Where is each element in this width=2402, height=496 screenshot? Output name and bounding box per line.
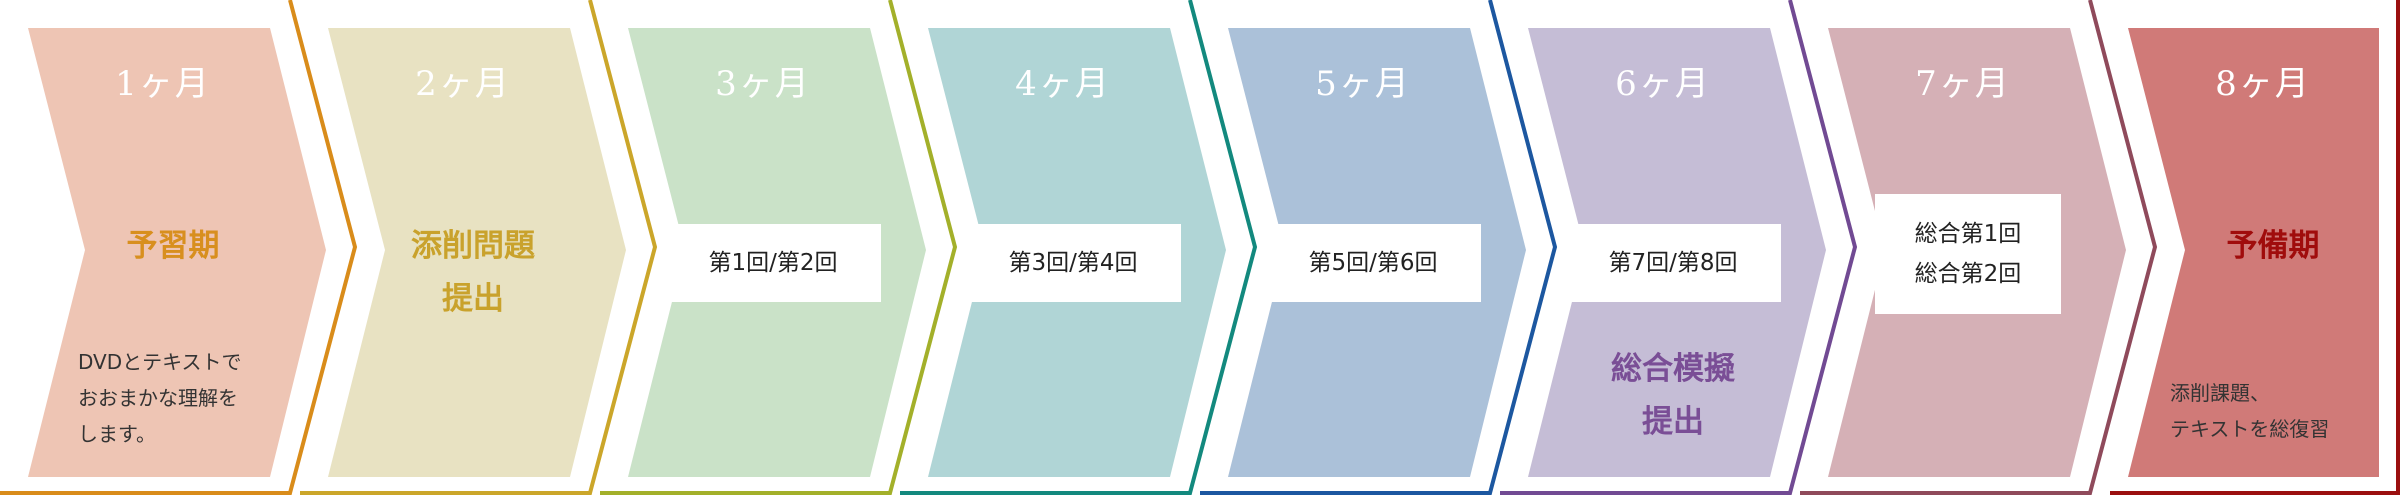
phase-title-line: 総合模擬 bbox=[1611, 351, 1735, 387]
phase-title-line: 予習期 bbox=[126, 228, 220, 264]
session-box: 第1回/第2回 bbox=[665, 224, 881, 302]
session-box: 第3回/第4回 bbox=[965, 224, 1181, 302]
session-label: 総合第1回 bbox=[1914, 221, 2022, 247]
session-label: 第7回/第8回 bbox=[1608, 250, 1738, 276]
phase-title: 予備期 bbox=[2153, 220, 2393, 273]
description-line: DVDとテキストで bbox=[78, 350, 242, 374]
description-line: テキストを総復習 bbox=[2170, 417, 2330, 441]
month-panel-outline bbox=[1800, 0, 2158, 495]
month-label: 2ヶ月 bbox=[415, 64, 511, 104]
phase-title-line: 提出 bbox=[442, 281, 504, 317]
month-label: 4ヶ月 bbox=[1015, 64, 1111, 104]
phase-description: 添削課題、テキストを総復習 bbox=[2170, 375, 2329, 447]
month-panel-shape bbox=[328, 28, 626, 477]
month-panel-outline bbox=[600, 0, 958, 495]
phase-title: 予習期 bbox=[53, 220, 293, 273]
description-line: 添削課題、 bbox=[2170, 381, 2270, 405]
phase-title: 添削問題提出 bbox=[353, 220, 593, 326]
phase-title: 総合模擬提出 bbox=[1553, 343, 1793, 449]
month-panel-outline bbox=[0, 0, 358, 495]
session-label: 総合第2回 bbox=[1914, 261, 2022, 287]
phase-title-line: 添削問題 bbox=[411, 228, 535, 264]
month-panel-outline bbox=[1500, 0, 1858, 495]
month-panel-shape bbox=[28, 28, 326, 477]
month-panel-outline bbox=[900, 0, 1258, 495]
month-label: 6ヶ月 bbox=[1615, 64, 1711, 104]
session-label: 第1回/第2回 bbox=[708, 250, 838, 276]
session-box: 総合第1回総合第2回 bbox=[1875, 194, 2061, 314]
session-label: 第5回/第6回 bbox=[1308, 250, 1438, 276]
month-panel-outline bbox=[300, 0, 658, 495]
session-box: 第5回/第6回 bbox=[1265, 224, 1481, 302]
month-panel-shape bbox=[2128, 28, 2379, 477]
month-label: 7ヶ月 bbox=[1915, 64, 2011, 104]
phase-title-line: 予備期 bbox=[2226, 228, 2320, 264]
phase-title-line: 提出 bbox=[1642, 404, 1704, 440]
month-panel-outline bbox=[1200, 0, 1558, 495]
month-label: 3ヶ月 bbox=[715, 64, 811, 104]
month-label: 8ヶ月 bbox=[2215, 64, 2311, 104]
month-label: 5ヶ月 bbox=[1315, 64, 1411, 104]
description-line: おおまかな理解を bbox=[78, 386, 238, 410]
session-label: 第3回/第4回 bbox=[1008, 250, 1138, 276]
session-box: 第7回/第8回 bbox=[1565, 224, 1781, 302]
month-label: 1ヶ月 bbox=[115, 64, 211, 104]
month-panel-outline bbox=[2110, 0, 2400, 495]
description-line: します。 bbox=[78, 422, 156, 446]
phase-description: DVDとテキストでおおまかな理解をします。 bbox=[78, 344, 242, 452]
